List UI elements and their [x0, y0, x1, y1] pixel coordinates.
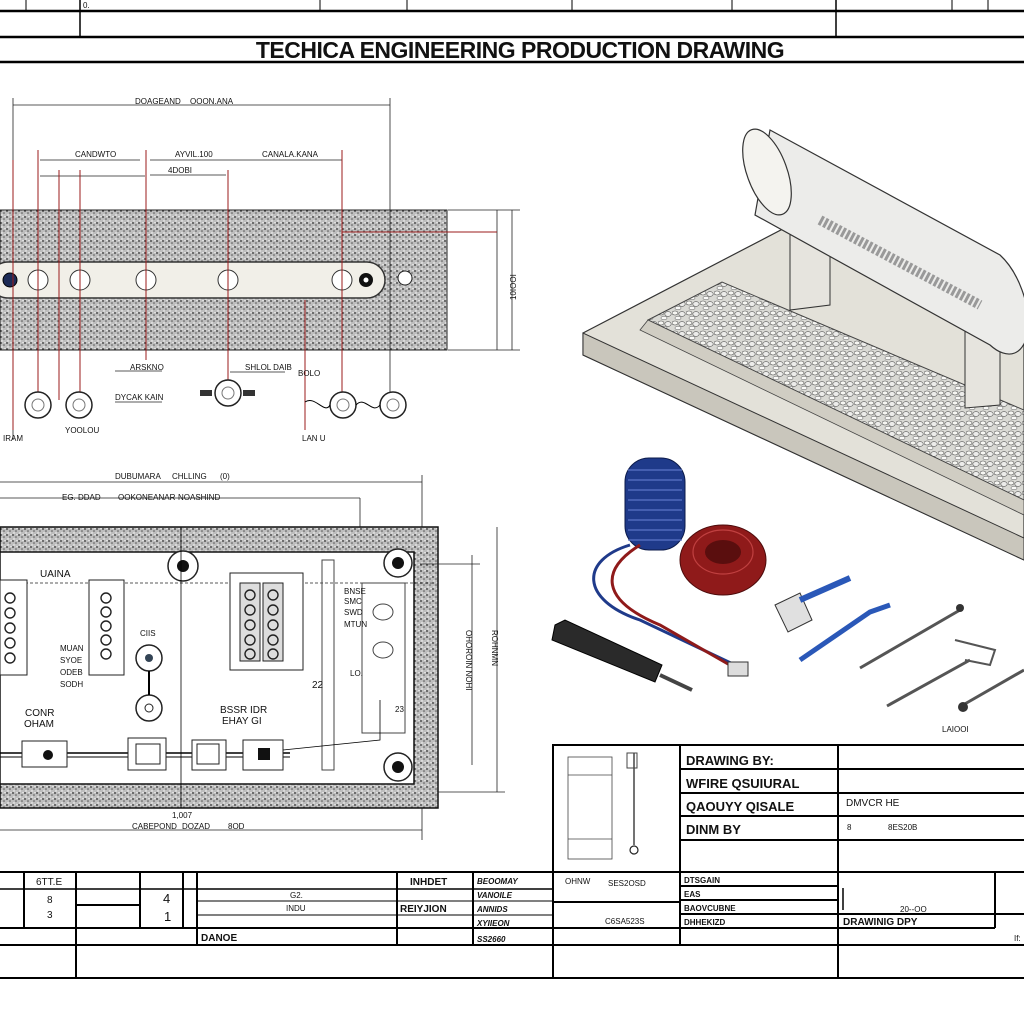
dim-label: CABEPOND — [132, 822, 177, 831]
component-label: BOLO — [298, 369, 320, 378]
panel-label: LO. — [350, 669, 363, 678]
header-frame: 0. TECHICA ENGINEERING PRODUCTION DRAWIN… — [0, 0, 1024, 64]
table-cell: 1 — [164, 909, 171, 924]
dim-label: EG. DDAD — [62, 493, 101, 502]
component-label: LAN U — [302, 434, 326, 443]
dim-label: OHOROIN NOHI — [464, 630, 473, 690]
panel-label: SODH — [60, 680, 83, 689]
panel-label: MTUN — [344, 620, 367, 629]
table-cell: G2. — [290, 891, 303, 900]
hole — [397, 270, 413, 286]
date-value: 20--OO — [900, 905, 927, 914]
design-label: DTSGAIN — [684, 876, 720, 885]
panel-label: BNSE — [344, 587, 366, 596]
dim-label: (0) — [220, 472, 230, 481]
hole-dark — [2, 272, 18, 288]
panel-label: MUAN — [60, 644, 84, 653]
panel-label: 23 — [395, 705, 404, 714]
table-cell: 6TT.E — [36, 877, 62, 888]
table-cell: INHDET — [410, 877, 447, 888]
slot-channel — [0, 261, 386, 299]
drawing-by-label: DRAWING BY: — [686, 753, 774, 768]
dim-label: CANALA.KANA — [262, 150, 319, 159]
page-title: TECHICA ENGINEERING PRODUCTION DRAWING — [256, 37, 784, 63]
dim-label: 1,007 — [172, 811, 193, 820]
component-label: ARSKNO — [130, 363, 164, 372]
panel-view-drawing: DUBUMARA CHLLING (0) EG. DDAD OOKONEANAR… — [0, 472, 505, 840]
dim-label: 8OD — [228, 822, 245, 831]
cable-coils-and-tools: LAIOOI — [551, 457, 1024, 734]
part-label: LAIOOI — [942, 725, 969, 734]
panel-label: BSSR IDR — [220, 705, 267, 716]
panel-label: 22 — [312, 680, 324, 691]
panel-label: CONR — [25, 708, 54, 719]
ohnw-label: OHNW — [565, 877, 591, 886]
table-cell: SS2660 — [477, 935, 506, 944]
table-cell: INDU — [286, 904, 306, 913]
dim-label: ROHNMN — [490, 630, 499, 666]
table-cell: ANNIDS — [476, 905, 508, 914]
panel-label: UAINA — [40, 569, 71, 580]
wire-label: WFIRE QSUIURAL — [686, 776, 799, 791]
table-cell: 8 — [47, 895, 53, 906]
header-top-cell: 0. — [83, 1, 90, 10]
corner-label: If: — [1014, 934, 1021, 943]
checked-label: DHHEKIZD — [684, 918, 726, 927]
component-label: YOOLOU — [65, 426, 99, 435]
revision-label: REIYJION — [400, 904, 447, 915]
dim-label: DUBUMARA — [115, 472, 161, 481]
dim-height-label: 10IOOI — [509, 274, 518, 300]
table-cell: XYIIEON — [476, 919, 510, 928]
component-label: SHLOL DAIB — [245, 363, 292, 372]
ohnw-value: SES2OSD — [608, 879, 646, 888]
isometric-trough-illustration — [582, 128, 1024, 561]
drawing-dpy-label: DRAWINIG DPY — [843, 917, 918, 928]
panel-label: SMC — [344, 597, 362, 606]
panel-label: SYOE — [60, 656, 82, 665]
component-label: DYCAK KAIN — [115, 393, 164, 402]
dim-label: NOASHIND — [178, 493, 220, 502]
fitting-components — [24, 379, 407, 419]
dim-label: 4DOBI — [168, 166, 192, 175]
panel-label: OHAM — [24, 719, 54, 730]
table-cell: 3 — [47, 910, 53, 921]
panel-label: ODEB — [60, 668, 83, 677]
table-cell: DANOE — [201, 933, 237, 944]
approved-label: BAOVCUBNE — [684, 904, 736, 913]
reference-number: C6SA523S — [605, 917, 645, 926]
table-cell: VANOILE — [477, 891, 513, 900]
dim-label: CHLLING — [172, 472, 207, 481]
drawn-by-value-b: 8ES20B — [888, 823, 917, 832]
revision-table: 6TT.E 8 3 4 1 G2. INDU DANOE INHDET REIY… — [0, 871, 553, 979]
drawn-by-value-a: 8 — [847, 823, 852, 832]
drawn-by-label: DINM BY — [686, 822, 741, 837]
dim-label: DOZAD — [182, 822, 210, 831]
panel-label: SWD — [344, 608, 363, 617]
top-view-drawing: DOAGEAND OOON.ANA CANDWTO AYVIL.100 CANA… — [0, 97, 520, 443]
quality-label: QAOUYY QISALE — [686, 799, 794, 814]
dim-label: OOKONEANAR — [118, 493, 176, 502]
quality-value: DMVCR HE — [846, 798, 900, 809]
eas-label: EAS — [684, 890, 701, 899]
dim-label: DOAGEAND — [135, 97, 181, 106]
dim-label: OOON.ANA — [190, 97, 234, 106]
table-cell: 4 — [163, 891, 170, 906]
dim-label: AYVIL.100 — [175, 150, 213, 159]
title-block: DRAWING BY: WFIRE QSUIURAL QAOUYY QISALE… — [552, 744, 1024, 979]
panel-label: CIIS — [140, 629, 156, 638]
panel-label: EHAY GI — [222, 716, 262, 727]
dim-label: CANDWTO — [75, 150, 116, 159]
table-cell: BEOOMAY — [477, 877, 518, 886]
component-label: IRAM — [3, 434, 23, 443]
